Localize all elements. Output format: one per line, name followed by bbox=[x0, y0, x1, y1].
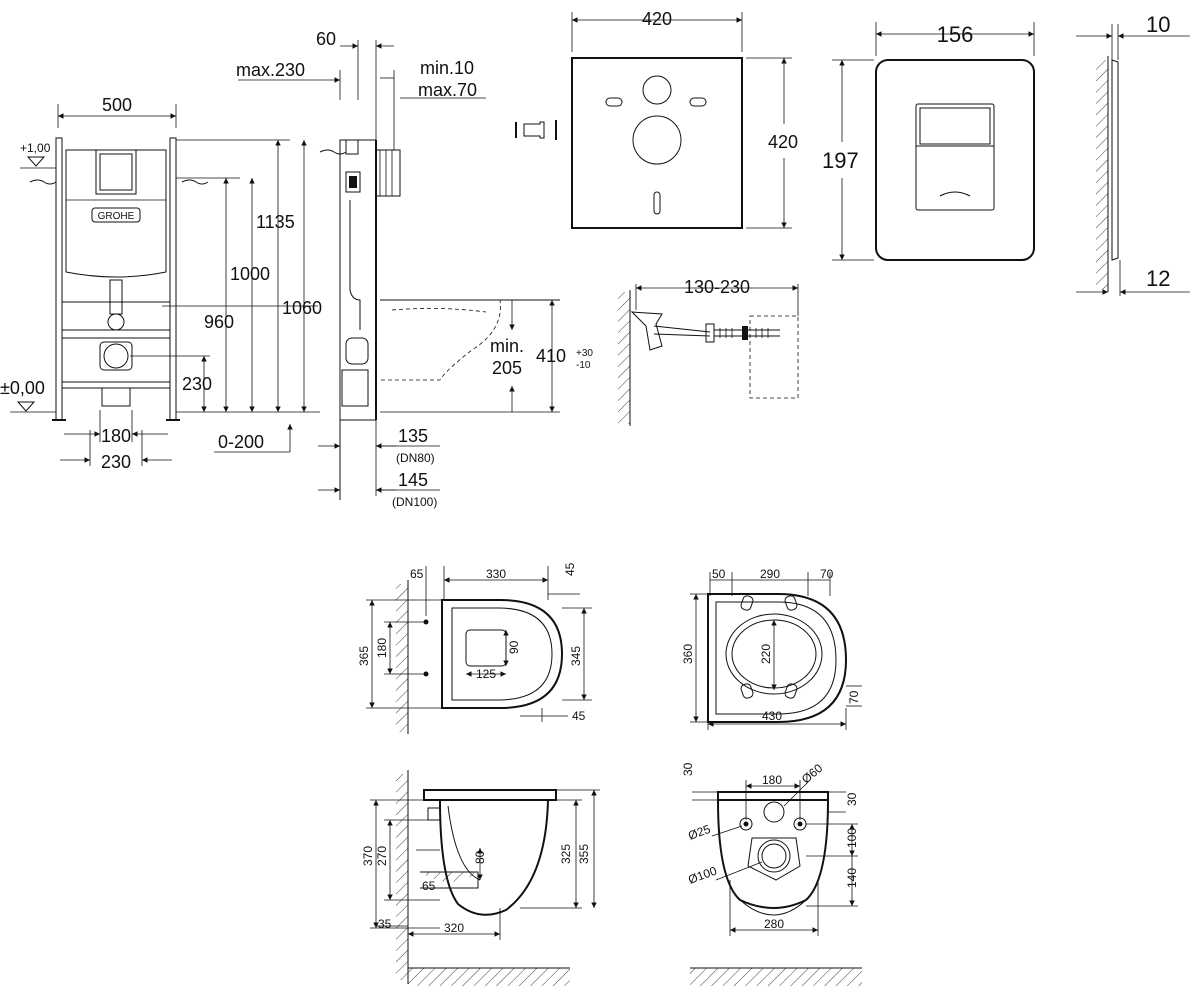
dim-seat-70-side: 70 bbox=[847, 690, 861, 704]
dim-back-dia60: Ø60 bbox=[799, 761, 826, 787]
dim-side-325: 325 bbox=[559, 844, 573, 864]
frame-side-view: 60 max.230 min.10 max.70 min. bbox=[214, 29, 593, 509]
dim-230-spacing: 230 bbox=[101, 452, 131, 472]
dim-1060: 1060 bbox=[282, 298, 322, 318]
bowl-outline-top bbox=[441, 599, 564, 709]
dim-seat-50: 50 bbox=[712, 567, 726, 581]
dim-seat-70-top: 70 bbox=[820, 567, 834, 581]
bolt-mounting-view: 130-230 bbox=[618, 277, 799, 426]
dim-bowl-45-top: 45 bbox=[563, 562, 577, 576]
dim-side-65: 65 bbox=[422, 879, 436, 893]
dim-960: 960 bbox=[204, 312, 234, 332]
dim-back-dia25: Ø25 bbox=[686, 822, 712, 843]
dim-back-dia100: Ø100 bbox=[686, 864, 719, 887]
dim-seat-430: 430 bbox=[762, 709, 782, 723]
dim-bolt-length: 130-230 bbox=[684, 277, 750, 297]
dim-bowl-365: 365 bbox=[357, 646, 371, 666]
dim-bowl-45-bottom: 45 bbox=[572, 709, 586, 723]
brand-logo: GROHE bbox=[98, 211, 135, 222]
dim-back-30-left: 30 bbox=[681, 762, 695, 776]
dim-plate-depth-12: 12 bbox=[1146, 266, 1170, 291]
waste-outlet-circle bbox=[103, 343, 129, 369]
dim-bowl-345: 345 bbox=[569, 646, 583, 666]
dim-back-280: 280 bbox=[764, 917, 784, 931]
dim-max-70: max.70 bbox=[418, 80, 477, 100]
dim-bowl-65: 65 bbox=[410, 567, 424, 581]
dim-min-10: min.10 bbox=[420, 58, 474, 78]
dim-bowl-125: 125 bbox=[476, 667, 496, 681]
dim-410: 410 bbox=[536, 346, 566, 366]
dim-135: 135 bbox=[398, 426, 428, 446]
dim-plate-height: 197 bbox=[822, 148, 859, 173]
dim-bowl-90: 90 bbox=[507, 640, 521, 654]
bowl-outline-back bbox=[716, 799, 830, 909]
dim-180-spacing: 180 bbox=[101, 426, 131, 446]
sound-mat-outline bbox=[571, 57, 743, 229]
dim-max-230: max.230 bbox=[236, 60, 305, 80]
dim-0-200: 0-200 bbox=[218, 432, 264, 452]
dim-60: 60 bbox=[316, 29, 336, 49]
dim-side-320: 320 bbox=[444, 921, 464, 935]
frame-front-view: 500 GROHE +1,00 ±0,00 bbox=[0, 95, 322, 472]
dim-min-205: 205 bbox=[492, 358, 522, 378]
dim-frame-width: 500 bbox=[102, 95, 132, 115]
sound-mat-view: 420 420 bbox=[515, 9, 798, 229]
tol-minus-10: -10 bbox=[576, 360, 591, 371]
dim-side-355: 355 bbox=[577, 844, 591, 864]
dim-1000: 1000 bbox=[230, 264, 270, 284]
flush-inlet-circle bbox=[763, 801, 785, 823]
level-zero-label: ±0,00 bbox=[0, 378, 45, 398]
dim-side-270: 270 bbox=[375, 846, 389, 866]
dim-back-180: 180 bbox=[762, 773, 782, 787]
bowl-outline-side bbox=[438, 799, 550, 916]
dim-dn100: (DN100) bbox=[392, 495, 437, 509]
dim-back-140: 140 bbox=[845, 868, 859, 888]
bowl-side-view: 370 270 80 65 325 355 35 320 bbox=[361, 770, 600, 986]
level-top-label: +1,00 bbox=[20, 141, 51, 155]
dim-seat-360: 360 bbox=[681, 644, 695, 664]
cistern-actuator-opening bbox=[95, 149, 137, 195]
dim-seat-220: 220 bbox=[759, 644, 773, 664]
dim-min-label: min. bbox=[490, 336, 524, 356]
dim-plate-depth-10: 10 bbox=[1146, 12, 1170, 37]
bowl-top-view: 65 330 45 365 180 90 125 345 45 bbox=[357, 562, 592, 734]
dim-145: 145 bbox=[398, 470, 428, 490]
seat-outline bbox=[707, 593, 848, 723]
dim-bowl-180: 180 bbox=[375, 638, 389, 658]
dim-seat-290: 290 bbox=[760, 567, 780, 581]
dim-side-370: 370 bbox=[361, 846, 375, 866]
flush-plate-outline bbox=[875, 59, 1035, 261]
dim-230-height: 230 bbox=[182, 374, 212, 394]
dim-dn80: (DN80) bbox=[396, 451, 435, 465]
waste-outlet-back-circle bbox=[757, 839, 791, 873]
flush-button-area bbox=[915, 103, 995, 211]
tol-plus-30: +30 bbox=[576, 348, 593, 359]
dim-mat-height: 420 bbox=[768, 132, 798, 152]
dim-back-100: 100 bbox=[845, 828, 859, 848]
dim-mat-width: 420 bbox=[642, 9, 672, 29]
flush-plate-view: 156 197 10 12 bbox=[822, 12, 1190, 296]
dim-bowl-330: 330 bbox=[486, 567, 506, 581]
dim-side-35: 35 bbox=[378, 917, 392, 931]
brand-logo-plate bbox=[91, 207, 141, 223]
dim-1135: 1135 bbox=[256, 212, 295, 232]
dim-plate-width: 156 bbox=[937, 22, 974, 47]
seat-top-view: 50 290 70 220 360 70 430 bbox=[681, 567, 862, 730]
dim-back-30-right: 30 bbox=[845, 792, 859, 806]
bowl-back-view: 30 180 Ø60 30 Ø25 100 140 Ø100 280 bbox=[681, 761, 862, 986]
dim-side-80: 80 bbox=[473, 850, 487, 864]
